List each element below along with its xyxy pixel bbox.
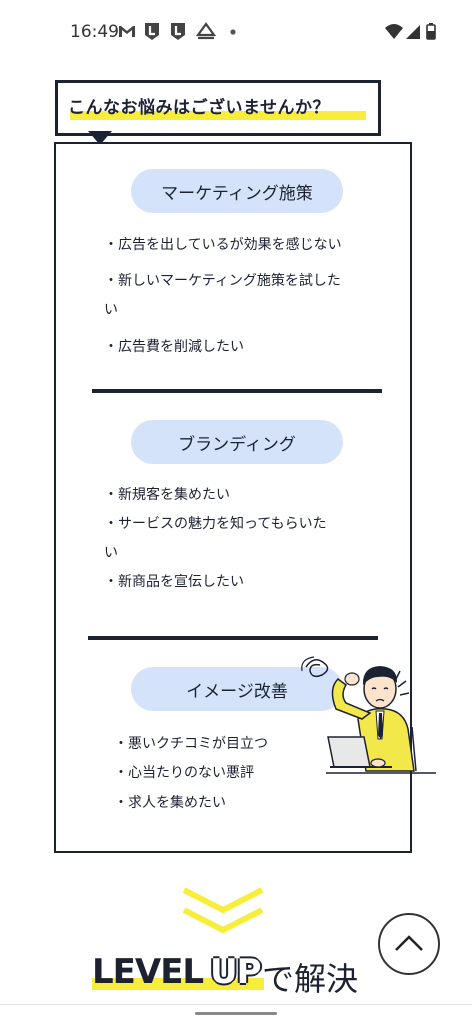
headline-text: こんなお悩みはございませんか？ xyxy=(68,98,330,118)
levelup-rest-text: で解決 xyxy=(262,960,359,998)
list-item: ・広告費を削減したい xyxy=(104,339,244,355)
chevron-down-icon xyxy=(182,907,264,934)
worried-businessman-illustration xyxy=(301,656,436,774)
list-item-continued: い xyxy=(104,545,118,561)
signal-icon xyxy=(406,25,420,39)
speech-pointer xyxy=(88,131,112,145)
list-item-continued: い xyxy=(104,302,118,318)
scroll-to-top-button[interactable] xyxy=(378,913,440,975)
dot-icon xyxy=(230,29,236,35)
battery-icon xyxy=(426,23,436,40)
chevron-down-icon xyxy=(182,887,264,914)
list-item: ・新商品を宣伝したい xyxy=(104,574,244,590)
section-title-branding: ブランディング xyxy=(131,420,343,464)
section-divider xyxy=(88,636,378,640)
status-time: 16:49 xyxy=(70,22,119,42)
worries-card: マーケティング施策 ・広告を出しているが効果を感じない ・新しいマーケティング施… xyxy=(54,142,436,853)
section-divider xyxy=(92,389,382,393)
list-item: ・求人を集めたい xyxy=(114,795,226,811)
chevron-up-icon xyxy=(395,935,423,951)
levelup-highlight xyxy=(92,978,264,990)
list-item: ・心当たりのない悪評 xyxy=(114,765,254,781)
bottom-separator xyxy=(0,1004,472,1005)
section-title-marketing: マーケティング施策 xyxy=(131,169,343,213)
headline-box: こんなお悩みはございませんか？ xyxy=(55,80,381,136)
list-item: ・広告を出しているが効果を感じない xyxy=(104,237,342,253)
list-item: ・新規客を集めたい xyxy=(104,487,230,503)
levelup-level-text: LEVEL xyxy=(92,952,204,992)
wifi-icon xyxy=(385,24,403,39)
headline-highlight xyxy=(70,111,366,120)
l-app-icon xyxy=(171,23,185,40)
gesture-nav-handle[interactable] xyxy=(195,1012,277,1015)
levelup-up-text: UP xyxy=(210,952,262,992)
levelup-heading: LEVEL UP で解決 xyxy=(86,950,386,998)
navigation-app-icon xyxy=(195,22,217,40)
section-title-image-improvement: イメージ改善 xyxy=(131,667,343,711)
l-app-icon xyxy=(145,23,159,40)
gmail-icon xyxy=(119,26,135,37)
status-bar: 16:49 xyxy=(0,0,472,64)
list-item: ・サービスの魅力を知ってもらいた xyxy=(104,516,327,532)
list-item: ・新しいマーケティング施策を試した xyxy=(104,273,341,289)
list-item: ・悪いクチコミが目立つ xyxy=(114,736,268,752)
